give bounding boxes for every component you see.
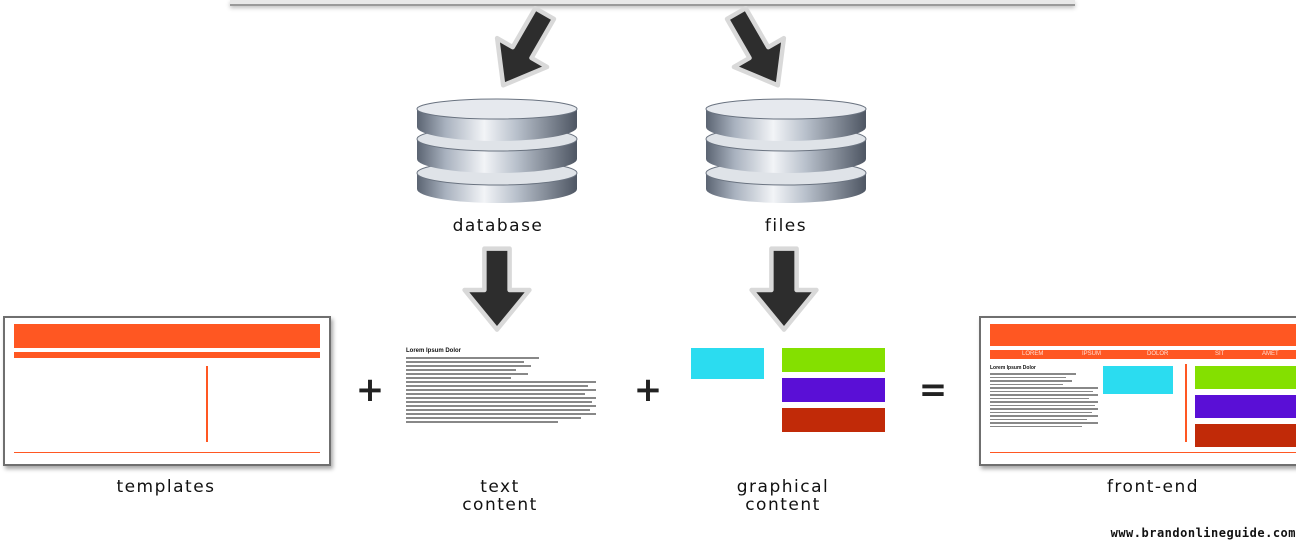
template-nav-bar bbox=[14, 352, 320, 358]
graphic-block-cyan bbox=[691, 348, 764, 379]
graphic-block-red bbox=[782, 408, 885, 432]
database-cylinder-icon bbox=[705, 98, 867, 203]
front-end-text-column: Lorem Ipsum Dolor bbox=[990, 365, 1098, 427]
front-end-nav-bar: LOREM IPSUM DOLOR SIT AMET bbox=[990, 350, 1296, 359]
equals-operator: = bbox=[918, 370, 948, 410]
front-end-block-cyan bbox=[1103, 366, 1173, 394]
front-end-thumbnail: LOREM IPSUM DOLOR SIT AMET Lorem Ipsum D… bbox=[979, 316, 1296, 466]
graphic-block-green bbox=[782, 348, 885, 372]
graphic-block-purple bbox=[782, 378, 885, 402]
nav-item: AMET bbox=[1262, 351, 1279, 357]
arrow-down-icon bbox=[749, 246, 819, 332]
plus-operator: + bbox=[355, 370, 385, 410]
templates-thumbnail bbox=[3, 316, 331, 466]
text-content-label: text content bbox=[462, 477, 538, 515]
top-screenshot-edge bbox=[230, 0, 1075, 6]
front-end-heading: Lorem Ipsum Dolor bbox=[990, 365, 1036, 371]
front-end-header-bar bbox=[990, 324, 1296, 346]
source-credit: www.brandonlineguide.com bbox=[1110, 526, 1296, 540]
text-content-heading: Lorem Ipsum Dolor bbox=[406, 348, 462, 354]
database-cylinder-icon bbox=[416, 98, 578, 203]
nav-item: SIT bbox=[1215, 351, 1225, 357]
files-label: files bbox=[764, 216, 808, 236]
front-end-footer-line bbox=[990, 452, 1296, 453]
nav-item: IPSUM bbox=[1082, 351, 1102, 357]
template-footer-line bbox=[14, 452, 320, 453]
text-content-thumbnail: Lorem Ipsum Dolor bbox=[406, 347, 596, 439]
arrow-down-icon bbox=[724, 6, 787, 88]
plus-operator: + bbox=[633, 370, 663, 410]
front-end-block-purple bbox=[1195, 395, 1296, 418]
front-end-label: front-end bbox=[1106, 477, 1200, 497]
template-column-divider bbox=[206, 366, 208, 442]
front-end-column-divider bbox=[1185, 364, 1187, 442]
arrow-down-icon bbox=[462, 246, 532, 332]
front-end-block-green bbox=[1195, 366, 1296, 389]
graphical-content-label: graphical content bbox=[736, 477, 830, 515]
template-header-bar bbox=[14, 324, 320, 348]
database-label: database bbox=[452, 216, 544, 236]
templates-label: templates bbox=[116, 477, 216, 497]
nav-item: LOREM bbox=[1022, 351, 1044, 357]
nav-item: DOLOR bbox=[1147, 351, 1169, 357]
front-end-block-red bbox=[1195, 424, 1296, 447]
arrow-down-icon bbox=[494, 6, 557, 88]
